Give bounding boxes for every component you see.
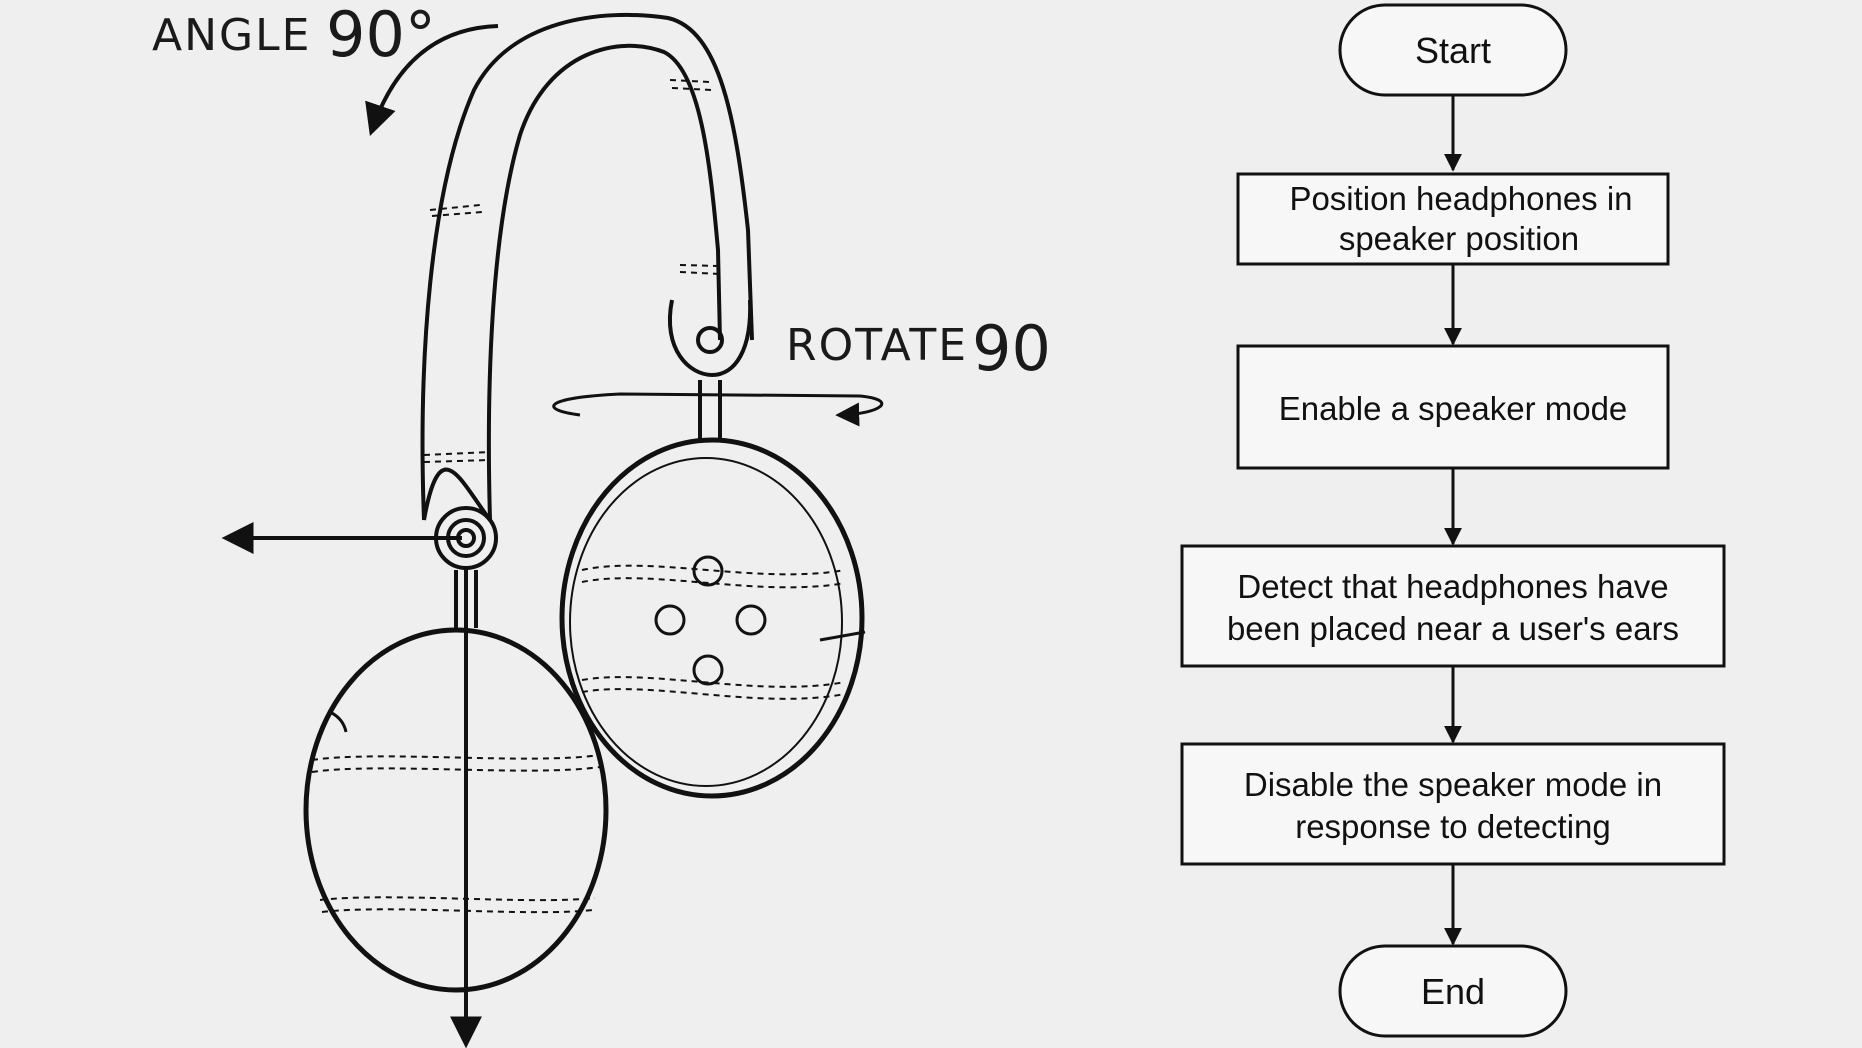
start-node: Start [1338,3,1568,97]
end-node: End [1338,944,1568,1038]
rotate-value: 90 [972,312,1051,385]
right-hinge [668,299,753,440]
step-2-line-1: Enable a speaker mode [1279,390,1628,427]
step-enable-speaker-mode: Enable a speaker mode [1236,344,1670,470]
step-detect-placement: Detect that headphones have been placed … [1180,544,1726,668]
step-4-line-1: Disable the speaker mode in [1244,766,1662,803]
headband [420,12,754,522]
step-1-line-2: speaker position [1339,220,1579,257]
flowchart: Start Position headphones in speaker pos… [1180,3,1726,1038]
angle-label: ANGLE [152,10,311,61]
step-3-line-1: Detect that headphones have [1237,568,1668,605]
left-ear-cup [303,627,609,993]
rotate-label: ROTATE [786,320,968,371]
step-1-line-1: Position headphones in [1289,180,1632,217]
rotate-arrow [552,392,884,427]
end-label: End [1421,971,1485,1012]
angle-value: 90° [326,0,436,71]
start-label: Start [1415,30,1491,71]
step-position-headphones: Position headphones in speaker position [1236,172,1670,266]
angle-rotation-arrow [365,24,499,137]
step-4-line-2: response to detecting [1295,808,1611,845]
right-ear-cup [559,437,866,799]
headphones-illustration: ANGLE 90° ROTATE 90 [152,0,1051,1048]
step-disable-speaker-mode: Disable the speaker mode in response to … [1180,742,1726,866]
step-3-line-2: been placed near a user's ears [1227,610,1679,647]
